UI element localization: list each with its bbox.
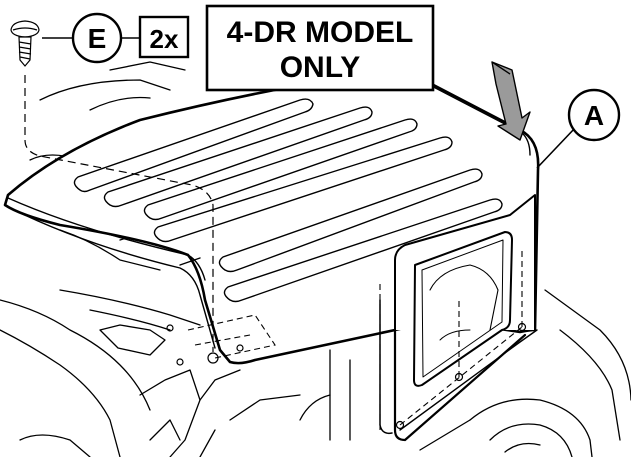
quantity-box: 2x <box>138 15 190 59</box>
part-callout-letter: A <box>584 100 604 131</box>
mount-hole <box>207 352 219 364</box>
model-note-line2: ONLY <box>280 51 361 84</box>
lift-direction-arrow-icon <box>491 61 531 141</box>
model-note-line1: 4-DR MODEL <box>227 16 414 49</box>
quantity-label: 2x <box>150 24 179 54</box>
mount-hole <box>166 324 174 332</box>
hidden-lines <box>187 250 523 430</box>
mount-hole <box>395 420 405 430</box>
part-callout: A <box>567 88 621 142</box>
screw-icon <box>10 20 40 67</box>
side-window <box>413 231 513 387</box>
fastener-leader-lines <box>24 75 214 352</box>
mount-hole <box>236 344 244 352</box>
model-note-box: 4-DR MODEL ONLY <box>205 4 435 92</box>
callout-a-leader <box>536 127 576 169</box>
mount-hole <box>176 358 184 366</box>
roof-ribs <box>73 98 503 303</box>
fastener-callout-letter: E <box>88 23 107 54</box>
fastener-callout: E <box>42 12 140 64</box>
hardtop <box>3 74 540 442</box>
